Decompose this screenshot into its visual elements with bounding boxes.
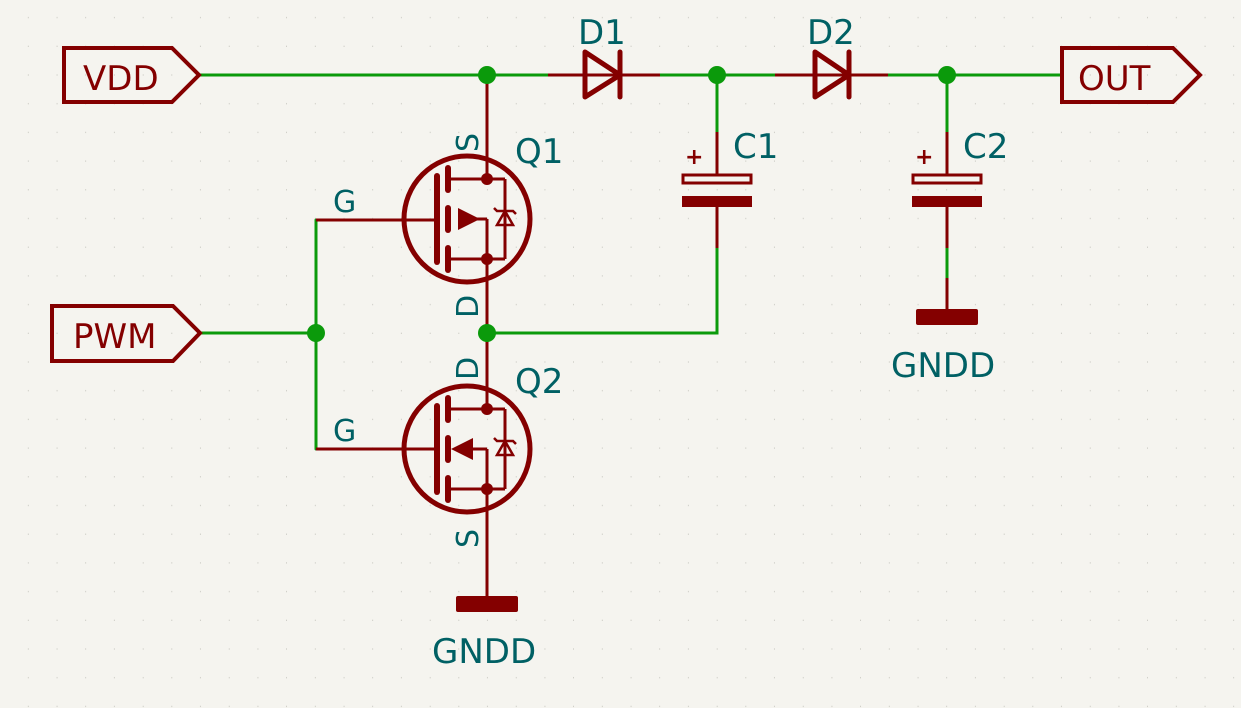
- q2-mosfet[interactable]: Q2 G D S: [316, 333, 563, 596]
- q2-body-diode-icon: [494, 438, 516, 457]
- q1-drain-dot: [481, 253, 493, 265]
- ground-icon: [456, 596, 518, 612]
- c1-ref: C1: [733, 127, 778, 167]
- d1-anode-icon: [582, 49, 623, 100]
- c1-polarity: +: [685, 145, 703, 170]
- q1-drain-label: D: [451, 295, 486, 318]
- c2-capacitor[interactable]: + C2: [911, 127, 1008, 248]
- q2-ref: Q2: [515, 362, 563, 402]
- out-label[interactable]: OUT: [1060, 46, 1203, 104]
- q1-arrow-icon: [458, 208, 480, 230]
- q1-mosfet[interactable]: Q1 G S D: [316, 75, 563, 333]
- pwm-label-shape: [50, 304, 203, 363]
- gnd-symbol-q2[interactable]: GNDD: [432, 596, 536, 672]
- pwm-label[interactable]: PWM: [50, 304, 203, 363]
- q2-gate-label: G: [333, 414, 356, 449]
- q1-body-diode-icon: [494, 208, 516, 227]
- d1-diode[interactable]: D1: [548, 13, 660, 100]
- junction-vdd-q1: [478, 66, 496, 84]
- gnd-q2-label: GNDD: [432, 632, 536, 672]
- wire-c1-bottom[interactable]: [485, 246, 719, 335]
- vdd-label-text: VDD: [83, 59, 159, 99]
- c1-negative-plate: [682, 196, 752, 207]
- q2-drain-label: D: [451, 357, 486, 380]
- q2-zener-bar: [493, 437, 517, 445]
- junction-d2-c2: [938, 66, 956, 84]
- d2-diode[interactable]: D2: [775, 13, 888, 100]
- q2-source-label: S: [451, 529, 486, 548]
- c1-positive-plate: [681, 173, 753, 185]
- q1-source-label: S: [451, 133, 486, 152]
- junctions: [307, 66, 956, 342]
- q1-gate-label: G: [333, 185, 356, 220]
- vdd-label[interactable]: VDD: [62, 46, 202, 104]
- q1-source-dot: [481, 173, 493, 185]
- q1-ref: Q1: [515, 132, 563, 172]
- c2-positive-plate: [911, 173, 983, 185]
- pwm-label-text: PWM: [73, 317, 156, 357]
- ground-icon: [916, 309, 978, 325]
- d1-ref: D1: [578, 13, 626, 53]
- c2-polarity: +: [915, 145, 933, 170]
- c2-ref: C2: [963, 127, 1008, 167]
- q2-source-dot: [481, 483, 493, 495]
- d2-ref: D2: [807, 13, 855, 53]
- junction-d1-c1: [708, 66, 726, 84]
- gnd-c2-label: GNDD: [891, 346, 995, 386]
- junction-drains-c1: [478, 324, 496, 342]
- out-label-text: OUT: [1078, 59, 1151, 99]
- out-label-shape: [1060, 46, 1203, 104]
- q1-zener-bar: [493, 207, 517, 215]
- gnd-symbol-c2[interactable]: GNDD: [891, 278, 995, 386]
- q2-drain-dot: [481, 403, 493, 415]
- junction-pwm-gates: [307, 324, 325, 342]
- c2-negative-plate: [912, 196, 982, 207]
- q2-arrow-icon: [451, 438, 473, 460]
- vdd-label-shape: [62, 46, 202, 104]
- c1-capacitor[interactable]: + C1: [681, 127, 778, 248]
- d2-anode-icon: [812, 49, 852, 100]
